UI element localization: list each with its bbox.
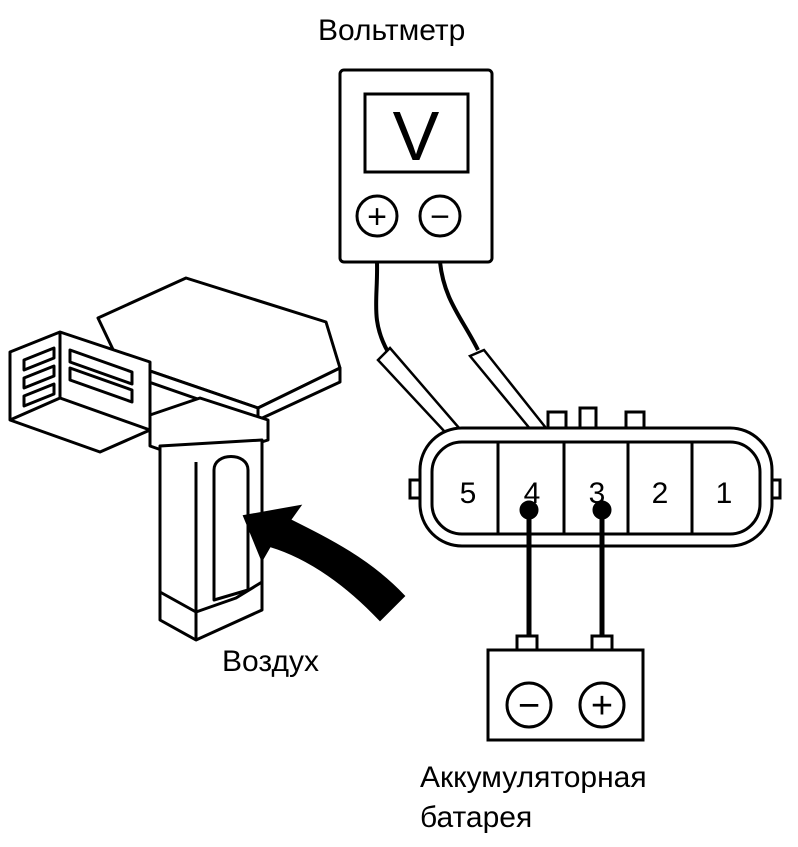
voltmeter-label: Вольтметр xyxy=(318,14,466,47)
battery-label-line1: Аккумуляторная xyxy=(420,761,647,794)
minus-lead-wire xyxy=(438,261,480,351)
voltmeter-minus-terminal xyxy=(418,194,462,238)
sensor-slot xyxy=(68,348,134,386)
connector-tab-mid xyxy=(578,406,598,430)
battery xyxy=(486,634,645,742)
sensor-slot xyxy=(22,364,56,390)
plus-lead-wire xyxy=(374,261,390,353)
connector-tab-left xyxy=(546,410,568,430)
air-flow-meter xyxy=(8,276,342,642)
air-label: Воздух xyxy=(222,645,319,678)
connector-tab-right xyxy=(624,410,646,430)
pin-label: 2 xyxy=(652,477,669,510)
sensor-slot xyxy=(22,346,56,372)
battery-plus-terminal xyxy=(578,681,626,729)
voltmeter-display xyxy=(363,92,470,174)
connector-inner xyxy=(430,440,762,536)
battery-minus-sign: − xyxy=(518,685,540,727)
battery-minus-terminal xyxy=(505,681,553,729)
battery-label: Аккумуляторная батарея xyxy=(420,758,647,838)
sensor-probe-opening xyxy=(212,455,250,602)
connector-shell xyxy=(418,426,774,548)
pin-label: 1 xyxy=(716,477,733,510)
air-flow-arrow xyxy=(242,504,406,622)
battery-wires xyxy=(519,500,612,640)
pin-label: 5 xyxy=(460,477,477,510)
voltmeter-plus-sign: + xyxy=(367,198,387,236)
battery-body xyxy=(486,648,645,742)
sensor-slot xyxy=(68,366,134,404)
battery-label-line2: батарея xyxy=(420,801,533,834)
minus-probe xyxy=(467,348,548,438)
voltmeter-plus-terminal xyxy=(355,194,399,238)
connector xyxy=(408,406,782,548)
sensor-connector-edge xyxy=(59,396,151,432)
battery-plus-sign: + xyxy=(591,685,613,727)
voltmeter-minus-sign: − xyxy=(430,198,450,236)
sensor-slot xyxy=(22,382,56,408)
connector-pin-labels: 5 4 3 2 1 xyxy=(460,477,733,510)
voltmeter xyxy=(338,68,494,264)
voltmeter-body xyxy=(338,68,494,264)
voltmeter-display-text: V xyxy=(393,97,440,175)
